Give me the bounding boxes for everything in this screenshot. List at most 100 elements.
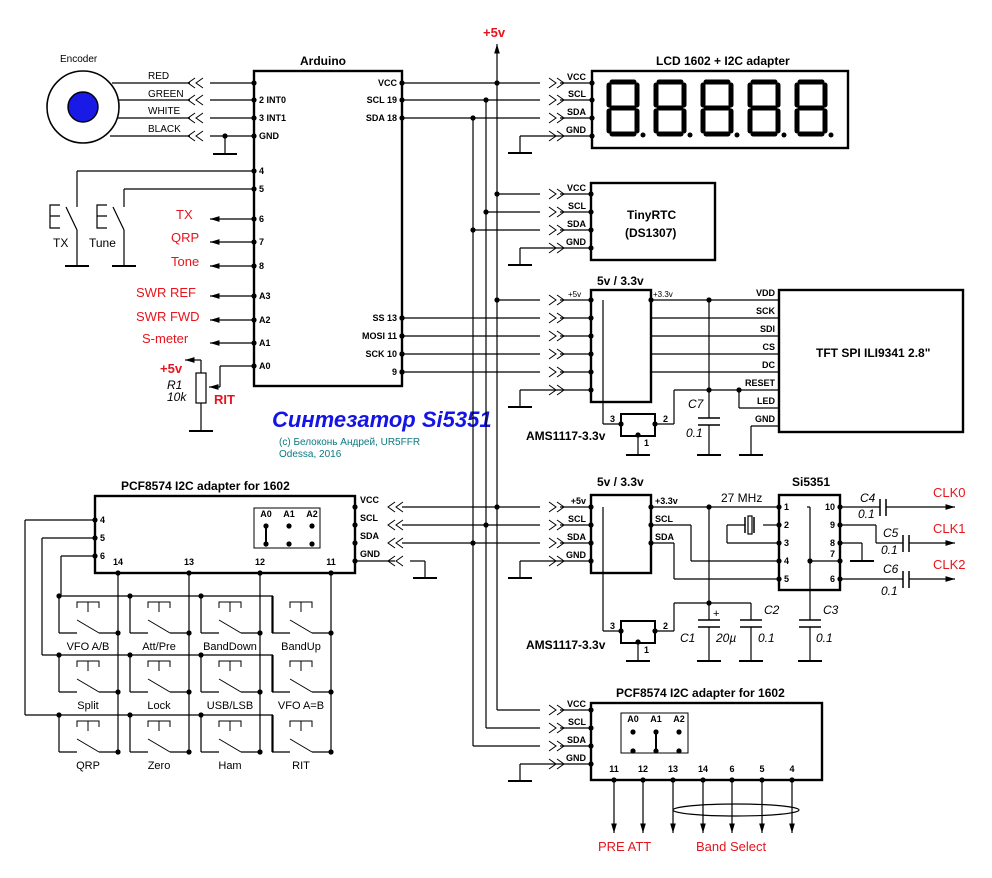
shifter2-in-label: GND — [566, 550, 587, 560]
junction-dot — [251, 133, 257, 139]
encoder-wires — [110, 82, 253, 155]
junction-dot — [670, 777, 676, 783]
junction-dot — [706, 387, 712, 393]
junction-dot — [251, 80, 257, 86]
junction-dot — [251, 186, 257, 192]
junction-dot — [494, 297, 500, 303]
junction-dot — [198, 593, 204, 599]
crystal-freq: 27 MHz — [721, 491, 762, 505]
junction-dot — [470, 227, 476, 233]
switch-actuator — [76, 660, 100, 671]
rit-supply: +5v — [160, 361, 183, 376]
junction-dot — [807, 558, 813, 564]
keypad-key-label: BandUp — [281, 641, 321, 653]
junction-dot — [618, 421, 624, 427]
i2c-bus-wires — [472, 75, 498, 746]
encoder-wire-green: GREEN — [148, 89, 184, 100]
connector-chevron — [548, 366, 557, 378]
si5351-pin-label: 4 — [784, 556, 789, 566]
lcd-decimal-point — [734, 132, 740, 138]
junction-dot — [92, 517, 98, 523]
regulator2-pin1: 1 — [644, 645, 649, 655]
encoder-wire-white: WHITE — [148, 106, 181, 117]
pcf-keypad-pin-label: 11 — [326, 557, 336, 567]
junction-dot — [251, 363, 257, 369]
switch-actuator — [147, 720, 171, 731]
junction-dot — [257, 689, 263, 695]
keypad-key-label: USB/LSB — [207, 700, 253, 712]
arduino-pin-label: VCC — [378, 78, 398, 88]
connector-chevrons — [187, 77, 565, 396]
junction-dot — [251, 340, 257, 346]
junction-dot — [251, 168, 257, 174]
si5351-pin-label: 8 — [830, 538, 835, 548]
lcd-box — [590, 69, 850, 150]
junction-dot — [483, 97, 489, 103]
junction-dot — [589, 97, 595, 103]
connector-chevron — [548, 206, 557, 218]
keypad-key-label: BandDown — [203, 641, 257, 653]
arduino-title: Arduino — [300, 54, 346, 68]
junction-dot — [588, 725, 594, 731]
shifter2-out-label: SCL — [655, 514, 674, 524]
regulator1-pin3: 3 — [610, 414, 615, 424]
arduino-i2c-wires — [402, 82, 540, 119]
lcd-title: LCD 1602 + I2C adapter — [656, 54, 790, 68]
switch-contact — [289, 738, 313, 753]
capacitor-labels: C1 20µ C2 0.1 C3 0.1 C4 0.1 C5 0.1 C6 0.… — [680, 491, 899, 645]
junction-dot — [630, 729, 636, 735]
junction-dot — [56, 593, 62, 599]
junction-dot — [328, 570, 334, 576]
c6-ref: C6 — [883, 562, 899, 576]
c5-ref: C5 — [883, 526, 899, 540]
lcd-pin-label: SDA — [567, 107, 587, 117]
junction-dot — [588, 522, 594, 528]
arduino-pin-label: 3 INT1 — [259, 113, 286, 123]
junction-dot — [759, 777, 765, 783]
junction-dot — [648, 297, 654, 303]
pcf-band-wires — [473, 709, 800, 817]
junction-dot — [776, 504, 782, 510]
junction-dot — [115, 689, 121, 695]
junction-dot — [494, 191, 500, 197]
encoder: Encoder RED GREEN WHITE BLACK — [46, 54, 184, 144]
shifter2-out-label: SDA — [655, 532, 675, 542]
junction-dot — [257, 630, 263, 636]
lcd-decimal-point — [687, 132, 693, 138]
junction-dot — [399, 80, 405, 86]
output-tone: Tone — [171, 254, 199, 269]
junction-dot — [837, 522, 843, 528]
junction-dot — [676, 748, 682, 754]
junction-dot — [56, 712, 62, 718]
connector-chevron — [195, 112, 204, 124]
switch-actuator — [147, 601, 171, 612]
pcf-keypad-pin-label: 12 — [255, 557, 265, 567]
junction-dot — [736, 387, 742, 393]
junction-dot — [483, 522, 489, 528]
encoder-wire-black: BLACK — [148, 124, 181, 135]
connector-chevron — [548, 519, 557, 531]
connector-chevron — [548, 312, 557, 324]
connector-chevron — [548, 77, 557, 89]
switch-actuator — [289, 720, 313, 731]
junction-dot — [588, 504, 594, 510]
junction-dot — [588, 761, 594, 767]
junction-dot — [251, 317, 257, 323]
c4-ref: C4 — [860, 491, 876, 505]
connector-chevron — [187, 77, 196, 89]
arduino-pin-label: A2 — [259, 315, 271, 325]
keypad-key-label: QRP — [76, 760, 100, 772]
connector-chevron — [548, 94, 557, 106]
junction-dot — [635, 432, 641, 438]
encoder-title: Encoder — [60, 54, 98, 65]
lcd-decimal-point — [640, 132, 646, 138]
arduino-pin-label: 2 INT0 — [259, 95, 286, 105]
junction-dot — [588, 351, 594, 357]
tft-pin-label: RESET — [745, 378, 776, 388]
connector-chevron — [548, 722, 557, 734]
rtc-chip: (DS1307) — [625, 226, 676, 240]
schematic-title: Синтезатор Si5351 — [272, 407, 492, 432]
pcf-band-pin-label: 4 — [789, 764, 794, 774]
